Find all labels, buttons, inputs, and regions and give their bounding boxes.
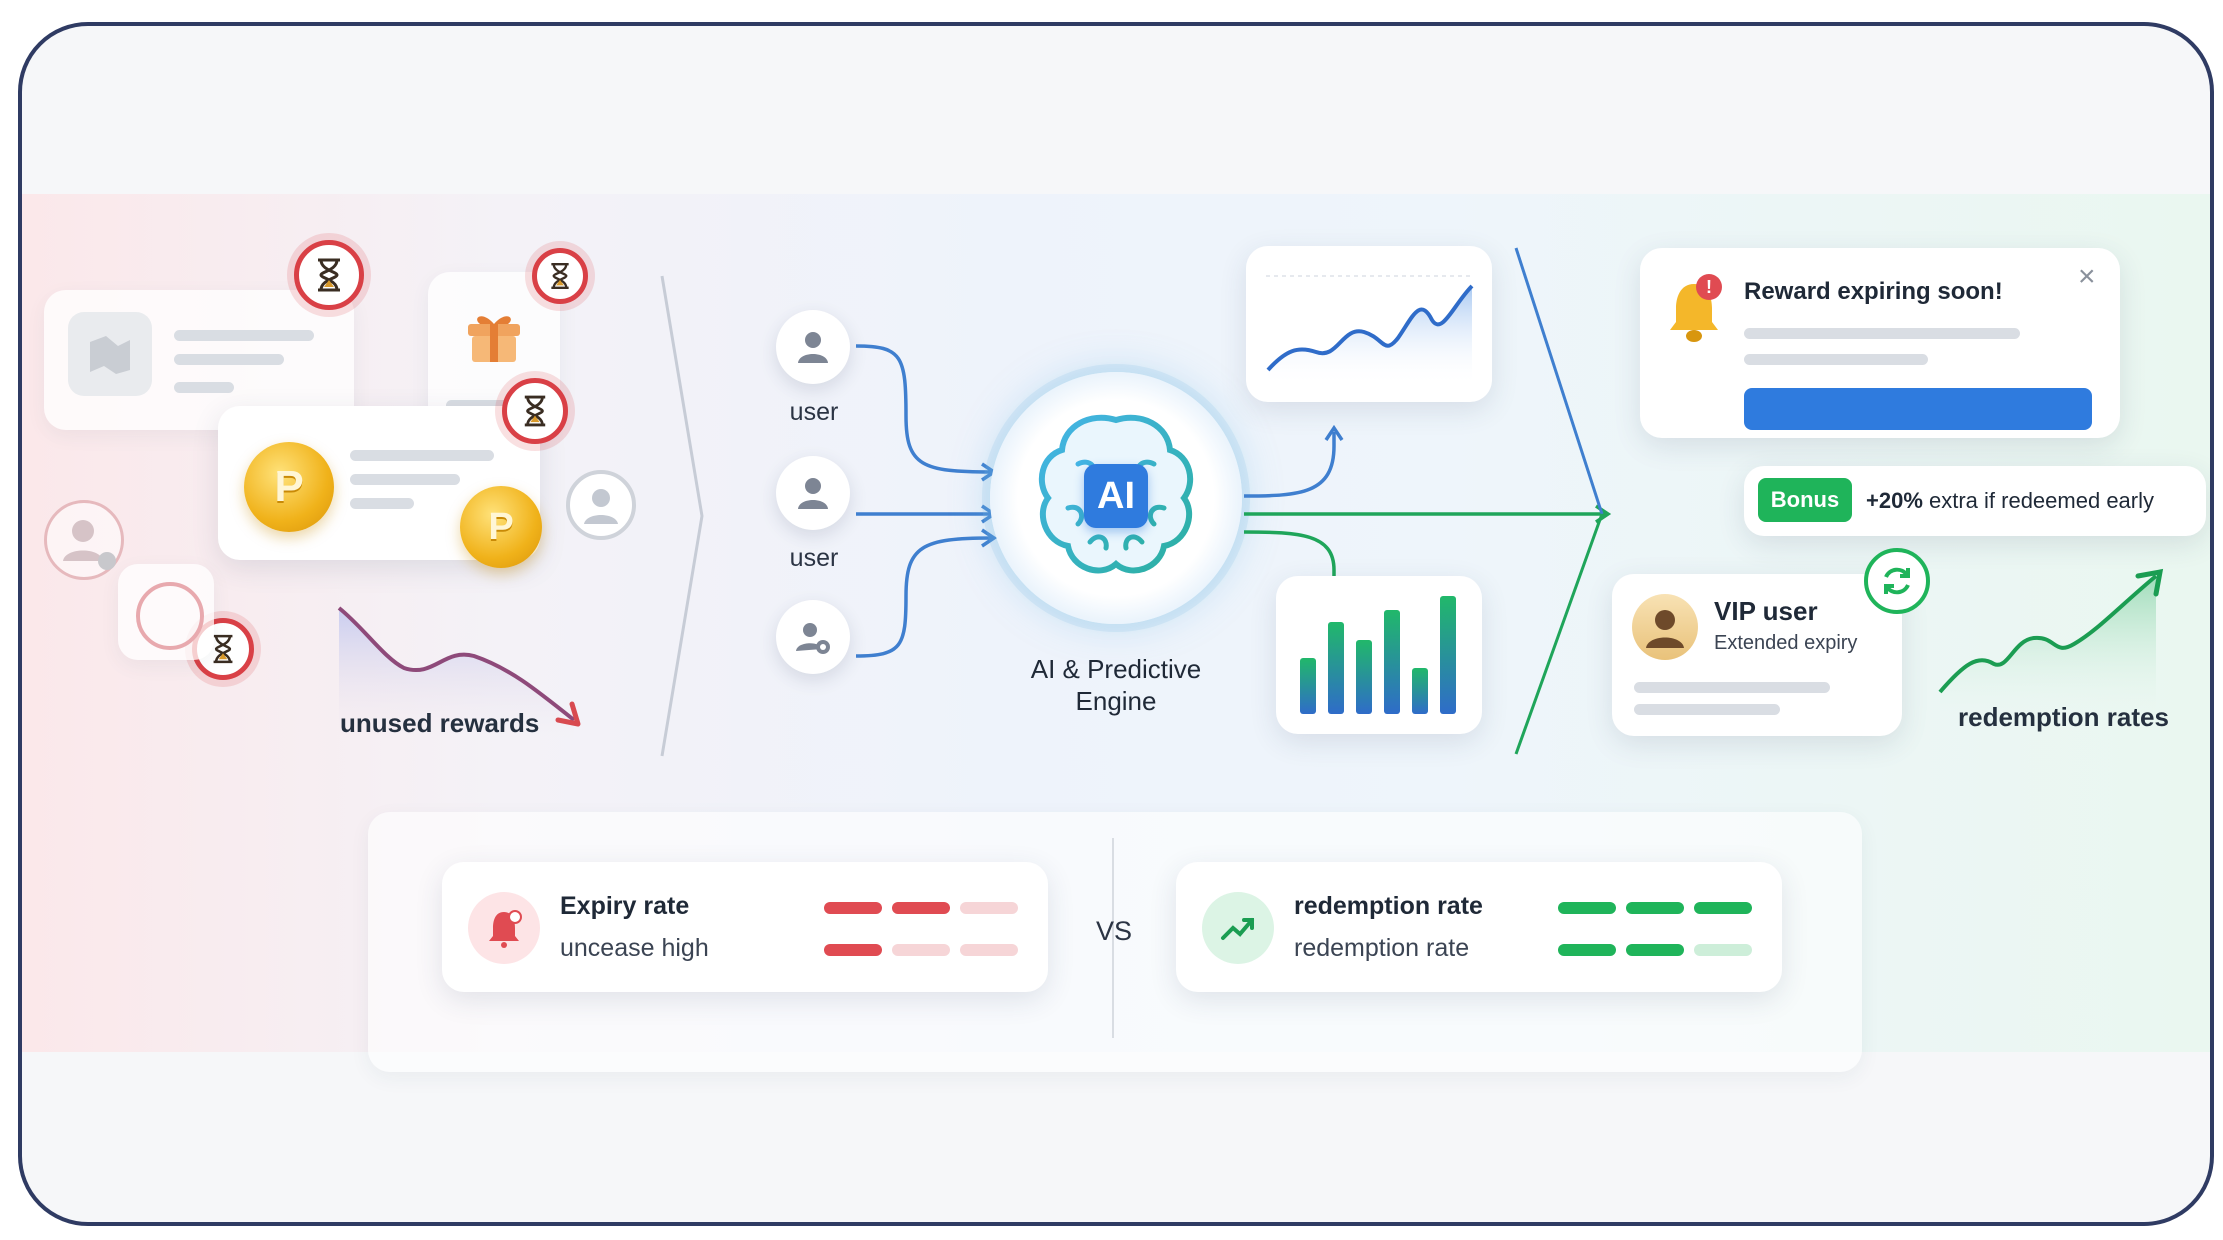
vip-user-card: VIP user Extended expiry <box>1612 574 1902 736</box>
user-settings-icon <box>776 600 850 674</box>
bonus-percent: +20% <box>1866 488 1923 513</box>
expiry-bar <box>960 944 1018 956</box>
vip-subtitle: Extended expiry <box>1714 632 1858 654</box>
redemption-rate-subtitle: redemption rate <box>1294 934 1470 962</box>
notification-title: Reward expiring soon! <box>1744 278 2003 305</box>
expiry-bar <box>892 944 950 956</box>
engine-title-line1: AI & Predictive <box>1030 654 1202 684</box>
map-icon <box>68 312 152 396</box>
redemption-rates-trend <box>1938 568 2164 716</box>
redemption-bar <box>1694 902 1752 914</box>
user-faded-icon <box>44 500 124 580</box>
ai-engine-hub: AI <box>990 372 1242 624</box>
user-label: user <box>789 398 839 426</box>
hourglass-icon <box>502 378 568 444</box>
redemption-rate-title: redemption rate <box>1294 892 1483 920</box>
bar-chart-card <box>1276 576 1482 734</box>
vip-title: VIP user <box>1714 596 1818 626</box>
close-icon[interactable]: × <box>2078 260 2096 293</box>
points-coin-icon: P <box>244 442 334 532</box>
unused-rewards-trend <box>337 606 581 738</box>
redemption-bar <box>1694 944 1752 956</box>
bar-chart-icon <box>1300 596 1456 714</box>
hourglass-icon <box>294 240 364 310</box>
points-coin-icon: P <box>460 486 542 568</box>
expiry-rate-title: Expiry rate <box>560 892 690 920</box>
vip-avatar-icon <box>1632 594 1698 660</box>
redemption-rate-card: redemption rate redemption rate <box>1176 862 1782 992</box>
redemption-bar <box>1626 902 1684 914</box>
user-faded-icon <box>566 470 636 540</box>
expiry-bar <box>960 902 1018 914</box>
redemption-bar <box>1626 944 1684 956</box>
comparison-divider <box>1112 838 1114 1038</box>
refresh-icon <box>1864 548 1930 614</box>
alert-badge-icon: ! <box>1696 274 1722 300</box>
bonus-banner: Bonus +20% extra if redeemed early <box>1744 466 2206 536</box>
redemption-bar <box>1558 944 1616 956</box>
expiry-bar <box>824 944 882 956</box>
alert-bell-icon <box>468 892 540 964</box>
bonus-text: +20% extra if redeemed early <box>1866 488 2154 514</box>
chevron-right-icon <box>660 275 704 757</box>
redemption-rates-caption: redemption rates <box>1958 702 2169 732</box>
globe-card <box>118 564 214 660</box>
bonus-text-rest: extra if redeemed early <box>1922 488 2154 513</box>
expiry-rate-subtitle: uncease high <box>560 934 709 962</box>
line-chart-icon <box>1266 275 1474 386</box>
user-to-engine-arrows <box>855 344 998 658</box>
chevron-right-icon <box>1514 247 1604 755</box>
versus-label: VS <box>1095 916 1133 946</box>
engine-title-line2: Engine <box>1075 686 1157 716</box>
hourglass-icon <box>532 248 588 304</box>
expiry-bar <box>892 902 950 914</box>
expiry-rate-card: Expiry rate uncease high <box>442 862 1048 992</box>
diagram-frame: P P unused rewards user user <box>18 22 2214 1226</box>
user-label: user <box>789 544 839 572</box>
unused-rewards-caption: unused rewards <box>340 708 540 738</box>
bonus-badge: Bonus <box>1758 478 1852 522</box>
user-avatar-icon <box>776 456 850 530</box>
trend-chart-card <box>1246 246 1492 402</box>
globe-icon <box>136 582 204 650</box>
user-avatar-icon <box>776 310 850 384</box>
redeem-button[interactable] <box>1744 388 2092 430</box>
trend-up-icon <box>1202 892 1274 964</box>
expiry-notification-card: ! Reward expiring soon! × <box>1640 248 2120 438</box>
expiry-bar <box>824 902 882 914</box>
ai-badge: AI <box>1084 464 1148 528</box>
gift-icon <box>462 302 526 371</box>
redemption-bar <box>1558 902 1616 914</box>
